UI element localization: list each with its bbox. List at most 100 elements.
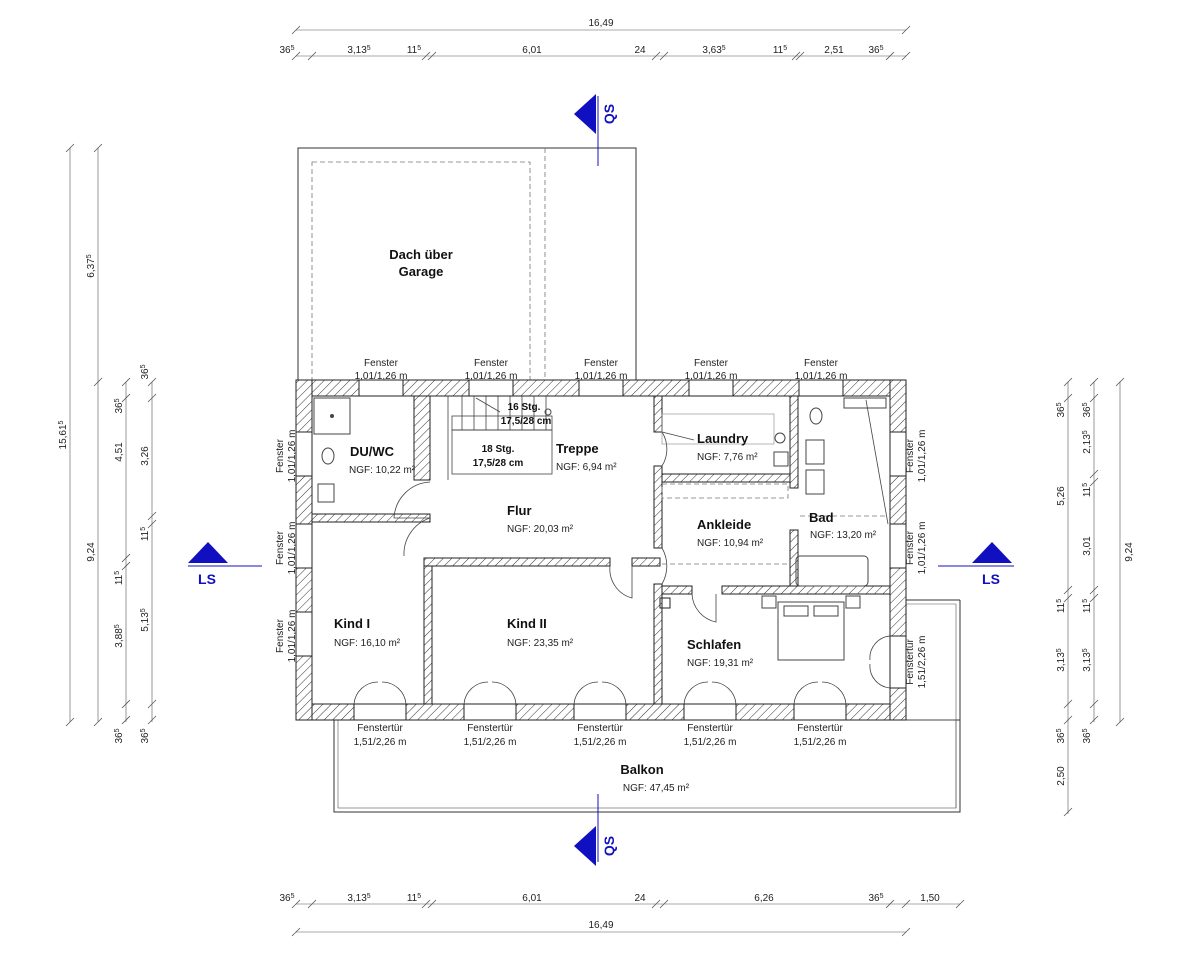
dim-top-total: 16,49	[588, 18, 613, 29]
dim-tick	[1089, 715, 1099, 725]
svg-text:15,615: 15,615	[58, 420, 70, 449]
garage-roof-label-2: Garage	[399, 264, 444, 279]
section-marker-ls-right: LS	[938, 542, 1014, 587]
dim-tick	[1089, 469, 1099, 479]
window-label: Fenster	[364, 358, 399, 369]
schlafen-name: Schlafen	[687, 637, 741, 652]
kind2-area: NGF: 23,35 m²	[507, 638, 574, 649]
side-window-labels: Fenster1,01/1,26 m Fenster1,01/1,26 m Fens…	[275, 430, 928, 689]
dim-bottom-segment: 3,135	[347, 893, 370, 905]
dim-tick	[291, 51, 301, 61]
door-frame	[683, 703, 737, 721]
door-label: Fenstertür	[467, 723, 513, 734]
window-frame	[468, 379, 514, 397]
dim-bottom-total: 16,49	[588, 920, 613, 931]
dim-tick	[651, 51, 661, 61]
laundry-area: NGF: 7,76 m²	[697, 452, 758, 463]
door-frame	[573, 703, 627, 721]
door-frame	[793, 703, 847, 721]
dim-tick	[1063, 585, 1073, 595]
bad-name: Bad	[809, 510, 834, 525]
dim-tick	[121, 561, 131, 571]
dim-top-segment: 115	[407, 45, 421, 57]
side-window-label: Fenster1,01/1,26 m	[905, 522, 928, 575]
dim-right-b-segment: 115	[1082, 599, 1094, 613]
door-frame	[463, 703, 517, 721]
door-label: Fenstertür	[797, 723, 843, 734]
ankleide-area: NGF: 10,94 m²	[697, 538, 764, 549]
treppe-area: NGF: 6,94 m²	[556, 462, 617, 473]
door-swing	[573, 681, 627, 705]
ankleide-name: Ankleide	[697, 517, 751, 532]
balkon-area: NGF: 47,45 m²	[623, 783, 690, 794]
window-label: Fenster	[804, 358, 839, 369]
dim-right-a-segment: 365	[1056, 402, 1068, 417]
dim-tick	[1089, 593, 1099, 603]
side-window-label: Fenster1,01/1,26 m	[275, 522, 298, 575]
dim-right-a-segment: 115	[1056, 599, 1068, 613]
dim-left-a-segment: 4,51	[114, 442, 125, 462]
dim-tick	[421, 51, 431, 61]
flur-name: Flur	[507, 503, 532, 518]
schlafen-area: NGF: 19,31 m²	[687, 658, 754, 669]
dusche-wc-area: NGF: 10,22 m²	[349, 465, 416, 476]
dim-bottom-segment: 115	[407, 893, 421, 905]
dim-bottom-segment: 365	[868, 893, 883, 905]
dim-left-mid-total: 9,24	[86, 542, 97, 562]
side-window-label: Fenster1,01/1,26 m	[905, 430, 928, 483]
dim-right-b-segment: 3,01	[1082, 536, 1093, 556]
flur-area: NGF: 20,03 m²	[507, 524, 574, 535]
treppe-name: Treppe	[556, 441, 599, 456]
qs-label-top: QS	[601, 104, 617, 124]
dim-bottom-segment: 1,50	[920, 893, 940, 904]
dim-right-a-segment: 5,26	[1056, 486, 1067, 506]
section-marker-qs-top: QS	[574, 94, 617, 166]
door-frame	[353, 703, 407, 721]
section-marker-ls-left: LS	[188, 542, 262, 587]
dim-left-b-segment: 115	[140, 527, 152, 541]
door-size: 1,51/2,26 m	[464, 737, 517, 748]
dim-tick	[427, 899, 437, 909]
dim-tick	[651, 899, 661, 909]
stair-upper-line1: 16 Stg.	[508, 402, 541, 413]
window-frame	[688, 379, 734, 397]
window-label: Fenster	[694, 358, 729, 369]
window-size: 1,01/1,26 m	[465, 371, 518, 382]
dim-top-segment: 2,51	[824, 45, 844, 56]
dim-tick	[147, 699, 157, 709]
door-label: Fenstertür	[357, 723, 403, 734]
side-window-label: Fenstertür1,51/2,26 m	[905, 636, 928, 689]
dim-right-a-segment: 2,50	[1056, 766, 1067, 786]
fixtures	[295, 397, 907, 689]
dim-tick	[1089, 377, 1099, 387]
qs-label-bottom: QS	[601, 836, 617, 856]
dim-tick	[147, 393, 157, 403]
inner-walls	[311, 395, 891, 705]
outer-walls	[295, 379, 907, 721]
stair-upper-line2: 17,5/28 cm	[501, 416, 552, 427]
door-label: Fenstertür	[687, 723, 733, 734]
dim-tick	[147, 715, 157, 725]
dim-left-a-segment: 115	[114, 571, 126, 585]
dim-right-a-segment: 3,135	[1056, 648, 1068, 671]
dim-bottom-segment: 24	[634, 893, 646, 904]
svg-text:6,375: 6,375	[86, 254, 98, 277]
door-swing	[683, 681, 737, 705]
dim-right-a-segment: 365	[1056, 728, 1068, 743]
door-size: 1,51/2,26 m	[574, 737, 627, 748]
dim-top-segment: 365	[868, 45, 883, 57]
dim-left-b-segment: 5,135	[140, 608, 152, 631]
dim-top-segment: 3,135	[347, 45, 370, 57]
dim-tick	[1089, 699, 1099, 709]
dim-tick	[147, 377, 157, 387]
window-frame	[358, 379, 404, 397]
dim-tick	[147, 519, 157, 529]
dim-top-segment: 115	[773, 45, 787, 57]
dim-right-b-segment: 365	[1082, 402, 1094, 417]
dim-tick	[307, 899, 317, 909]
dim-right-b-segment: 2,135	[1082, 430, 1094, 453]
dim-left-a-segment: 3,885	[114, 624, 126, 647]
